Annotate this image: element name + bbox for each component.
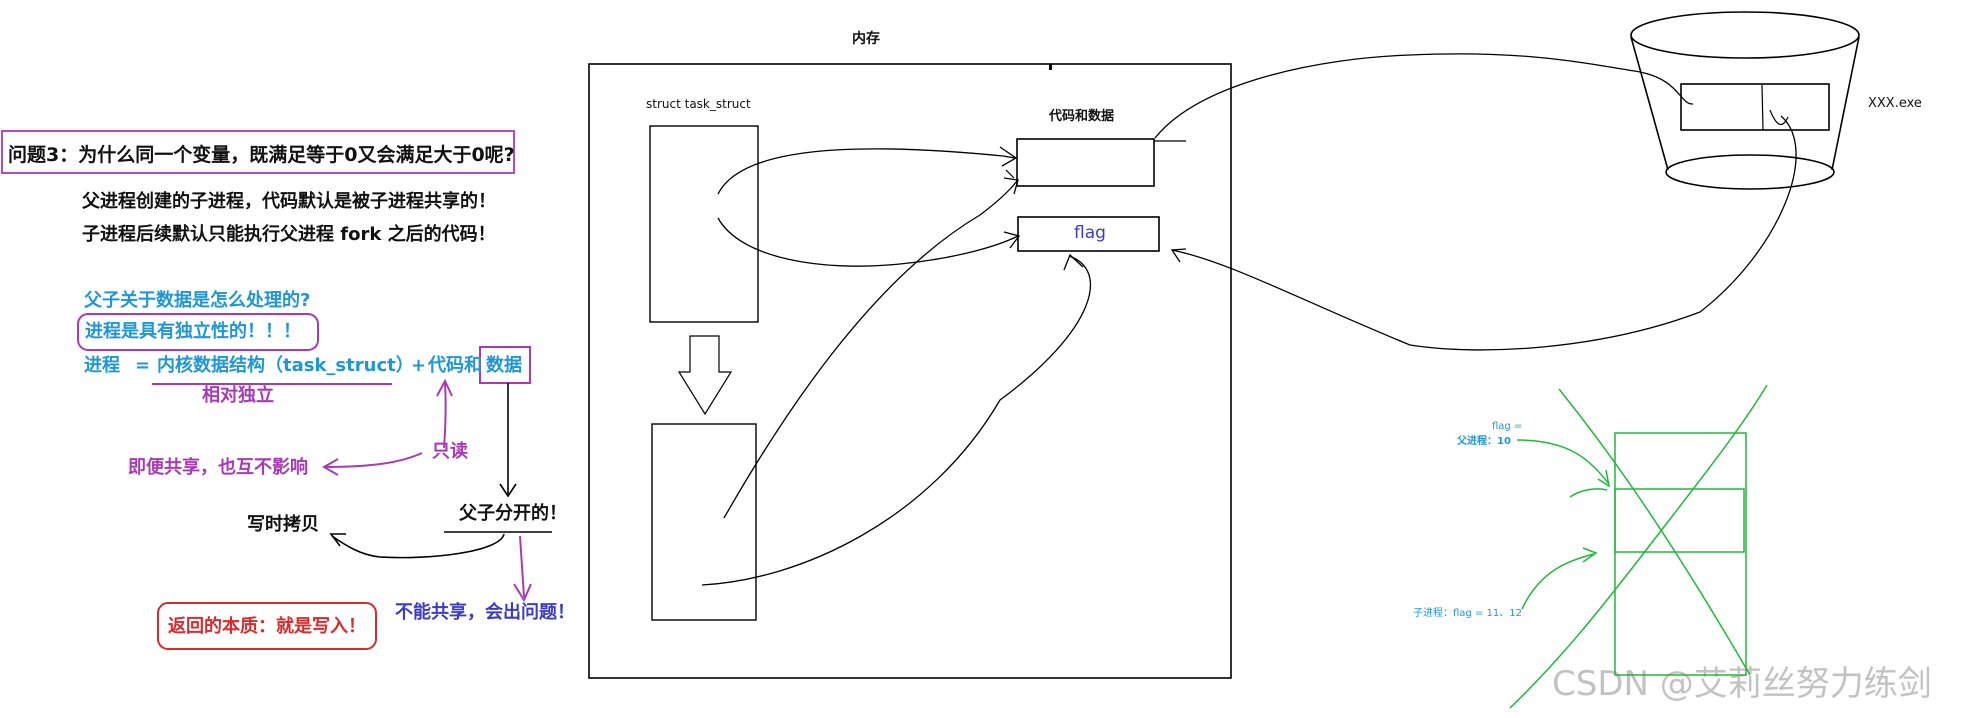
memory-box	[588, 63, 1232, 679]
note-independence: 进程是具有独立性的！！！	[85, 321, 301, 342]
return-frame	[157, 602, 377, 650]
data-frame	[479, 346, 531, 384]
green-flag-eq: flag =	[1492, 421, 1523, 432]
eq-code: 代码和	[428, 355, 482, 376]
code-data-box	[1016, 138, 1155, 187]
separate-label: 父子分开的！	[459, 503, 567, 524]
return-label: 返回的本质：就是写入！	[168, 616, 366, 637]
shared-arrow	[325, 452, 423, 468]
exe-label: XXX.exe	[1868, 96, 1922, 111]
flag-label: flag	[1074, 223, 1106, 243]
disk-top	[1630, 11, 1860, 59]
code-data-label: 代码和数据	[1049, 109, 1115, 124]
copy-arrow	[677, 335, 733, 416]
independence-frame	[77, 313, 319, 351]
eq-data: 数据	[486, 355, 522, 376]
flag-box	[1017, 216, 1160, 252]
child-flag-link	[701, 255, 1092, 586]
parent-task-box	[649, 125, 759, 323]
green-parent: 父进程：10	[1457, 436, 1511, 447]
child-task-box	[651, 423, 757, 621]
shared-label: 即便共享，也互不影响	[128, 457, 308, 478]
green-sketch	[1509, 384, 1768, 709]
disk-sides	[1630, 36, 1860, 171]
cannot-share-label: 不能共享，会出问题！	[395, 602, 575, 623]
disk-bottom	[1665, 154, 1835, 190]
child-code-link	[723, 180, 1018, 519]
note-code-shared: 父进程创建的子进程，代码默认是被子进程共享的！	[82, 191, 496, 212]
eq-equals: =	[135, 355, 151, 376]
readonly-arrow	[443, 382, 447, 449]
cow-label: 写时拷贝	[247, 514, 319, 535]
task-struct-label: struct task_struct	[646, 97, 751, 111]
note-data-question: 父子关于数据是怎么处理的?	[84, 290, 311, 311]
note-child-after-fork: 子进程后续默认只能执行父进程 fork 之后的代码！	[82, 224, 496, 245]
load-link	[1154, 53, 1694, 139]
cow-arrow	[331, 533, 505, 559]
readonly-label: 只读	[432, 441, 468, 462]
exe-content-box	[1680, 83, 1830, 131]
exe-flag-link	[1171, 115, 1797, 351]
eq-plus: +	[411, 355, 427, 376]
question-frame	[1, 130, 515, 174]
parent-flag-link	[717, 217, 1019, 267]
eq-process: 进程	[84, 355, 120, 376]
memory-title: 内存	[852, 31, 880, 47]
green-child: 子进程：flag = 11、12	[1413, 608, 1522, 619]
parent-link	[717, 148, 1016, 195]
cannot-share-arrow	[519, 535, 525, 598]
watermark: CSDN @艾莉丝努力练剑	[1552, 664, 1932, 704]
eq-kernel: 内核数据结构（task_struct）	[157, 355, 414, 376]
question-text: 问题3：为什么同一个变量，既满足等于0又会满足大于0呢?	[8, 144, 515, 166]
relative-label: 相对独立	[202, 385, 274, 406]
